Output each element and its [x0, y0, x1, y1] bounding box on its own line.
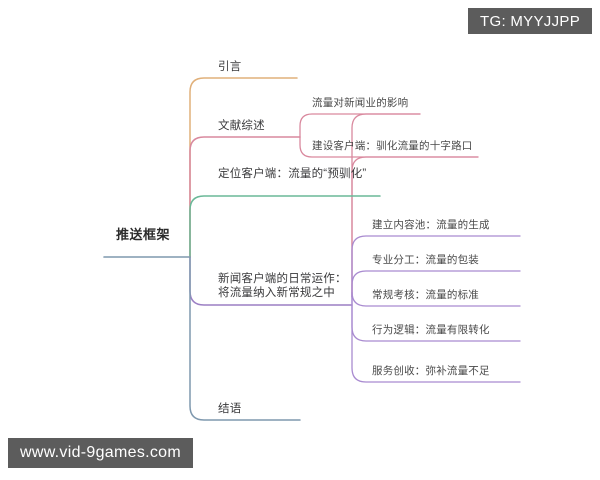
- mindmap-branch-3-child-0[interactable]: 建立内容池：流量的生成: [372, 219, 490, 231]
- mindmap-root-node[interactable]: 推送框架: [116, 227, 171, 242]
- mindmap-branch-3[interactable]: 新闻客户端的日常运作： 将流量纳入新常规之中: [218, 273, 347, 299]
- mindmap-branch-3-child-2[interactable]: 常规考核：流量的标准: [372, 289, 479, 301]
- mindmap-branch-1-child-0[interactable]: 流量对新闻业的影响: [312, 97, 409, 109]
- watermark-website: www.vid-9games.com: [8, 438, 194, 468]
- mindmap-branch-4[interactable]: 结语: [218, 403, 242, 415]
- mindmap-branch-2[interactable]: 定位客户端：流量的“预驯化”: [218, 168, 367, 180]
- connector-line: [189, 136, 301, 258]
- watermark-telegram: TG: MYYJJPP: [468, 8, 592, 34]
- mindmap-branch-3-child-3[interactable]: 行为逻辑：流量有限转化: [372, 324, 490, 336]
- mindmap-branch-1-child-1[interactable]: 建设客户端：驯化流量的十字路口: [312, 140, 473, 152]
- connector-line: [299, 113, 421, 138]
- connector-line: [189, 195, 381, 258]
- mindmap-branch-0[interactable]: 引言: [218, 61, 242, 73]
- mindmap-branch-3-child-1[interactable]: 专业分工：流量的包装: [372, 254, 479, 266]
- mindmap-branch-1[interactable]: 文献综述: [218, 120, 265, 132]
- mindmap-branch-3-child-4[interactable]: 服务创收：弥补流量不足: [372, 365, 490, 377]
